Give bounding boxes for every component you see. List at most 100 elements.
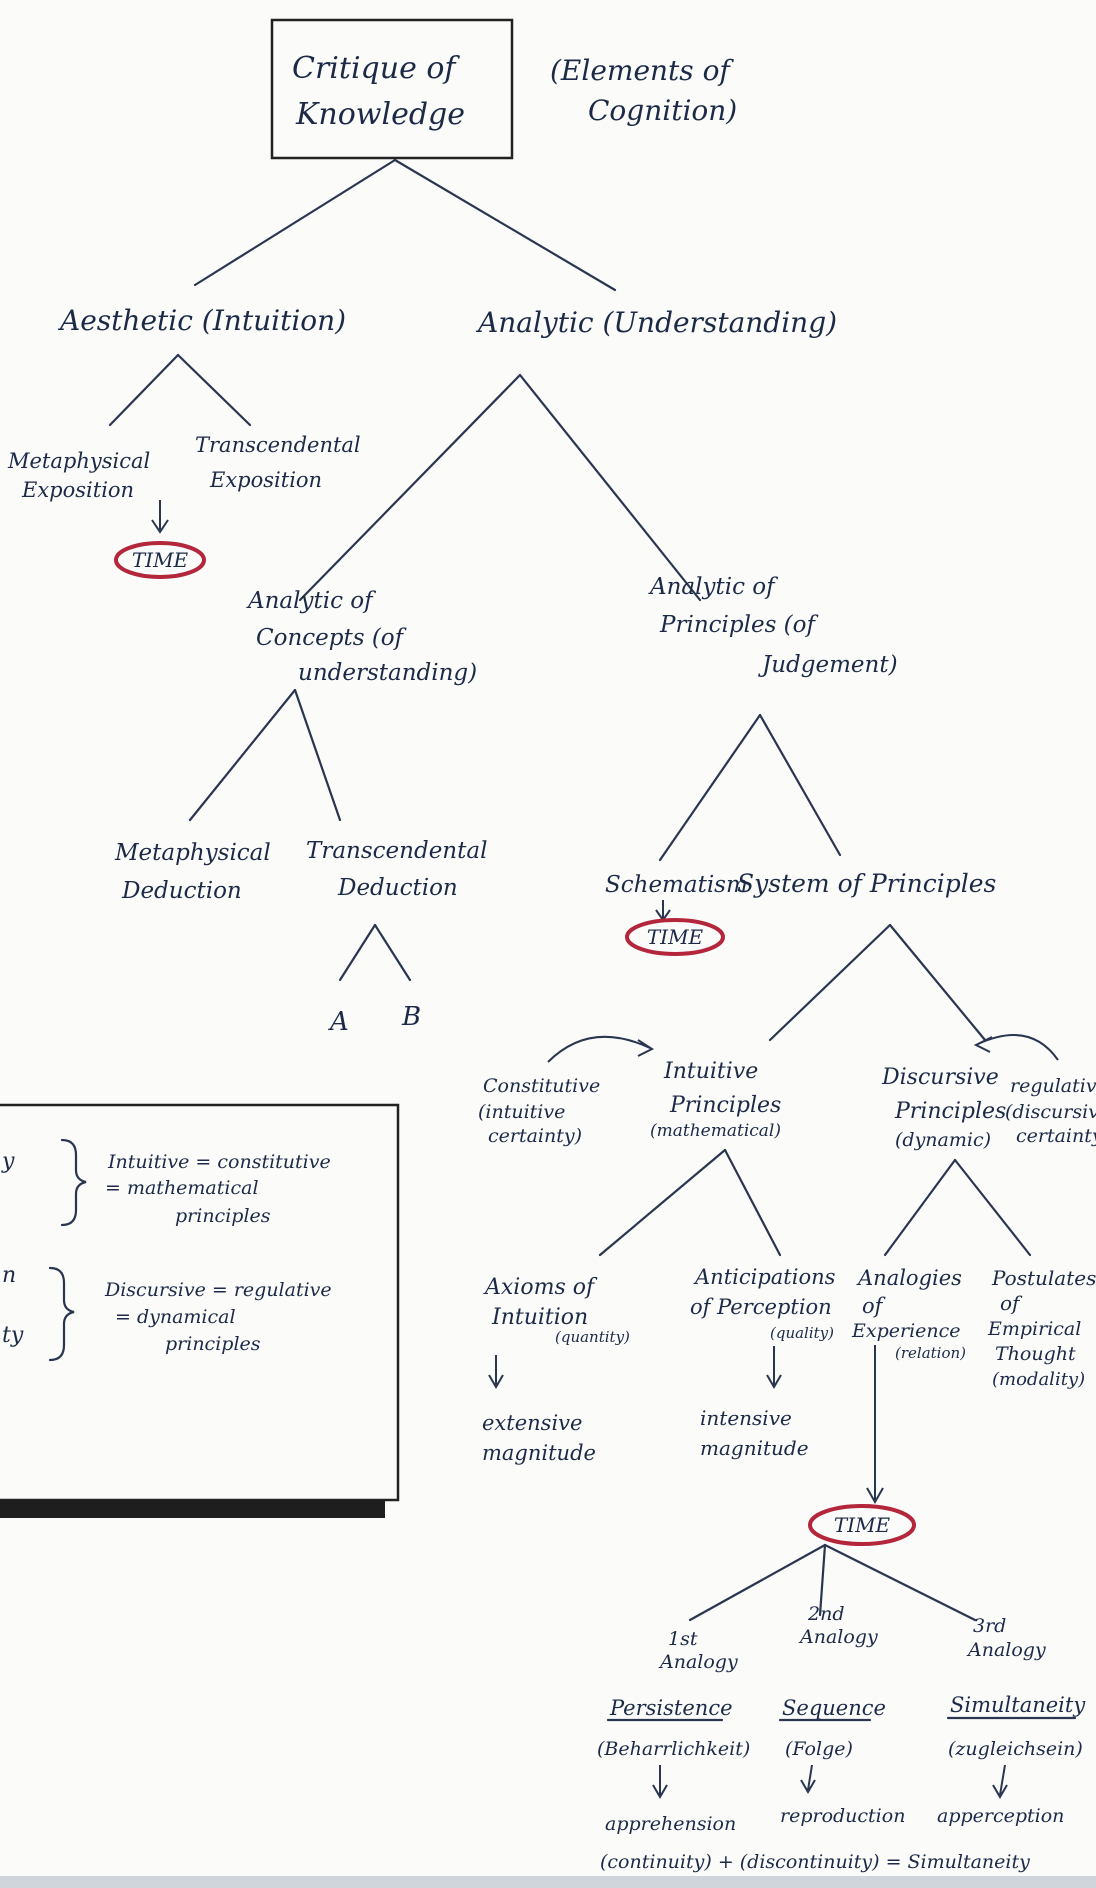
constitutive-line1: Constitutive [483, 1075, 600, 1097]
third-analogy-german: (zugleichsein) [948, 1738, 1083, 1760]
analogies-line3: Experience [851, 1320, 961, 1342]
anticipations-line1: Anticipations [693, 1265, 836, 1289]
edge-concepts-meta [188, 688, 297, 822]
regulative-line3: certainty) [1016, 1125, 1096, 1147]
root-title-line2: Knowledge [295, 97, 465, 132]
third-analogy-line1: 3rd [973, 1615, 1006, 1637]
axioms-line3: (quantity) [555, 1328, 630, 1346]
postulates-line4: Thought [995, 1343, 1076, 1365]
edge-analytic-principles [518, 373, 702, 602]
edge-trans-a [338, 923, 377, 982]
concepts-line1: Analytic of [246, 588, 376, 614]
edge-time-second [818, 1543, 827, 1617]
system-label: System of Principles [737, 869, 996, 898]
edge-principles-schematism [658, 713, 762, 862]
edge-trans-b [373, 923, 412, 982]
edge-system-intuitive [768, 923, 892, 1042]
constitutive-line2: (intuitive [478, 1101, 565, 1123]
edge-root-aesthetic [193, 158, 397, 287]
intuitive-line1: Intuitive [663, 1059, 758, 1084]
legend-top-line1: Intuitive = constitutive [107, 1151, 331, 1173]
legend-top-line3: principles [175, 1205, 271, 1227]
concepts-meta-line1: Metaphysical [114, 840, 271, 866]
axioms-line2: Intuition [491, 1305, 588, 1330]
anticipations-line2: of Perception [690, 1295, 832, 1319]
analogies-line4: (relation) [895, 1344, 966, 1362]
edge-aesthetic-trans [176, 353, 252, 427]
edge-intuitive-anticipations [723, 1148, 782, 1257]
edge-concepts-trans [293, 688, 342, 822]
aesthetic-time-circle [114, 541, 206, 579]
legend-partial-bottom1: n [2, 1263, 16, 1288]
legend-bottom-line2: = dynamical [115, 1306, 236, 1328]
third-analogy-result: apperception [937, 1805, 1064, 1827]
second-analogy-arrow [800, 1764, 816, 1794]
aesthetic-trans-line2: Exposition [209, 468, 322, 492]
edge-principles-system [758, 713, 842, 857]
edge-aesthetic-meta [108, 353, 180, 427]
edge-intuitive-axioms [598, 1148, 727, 1257]
root-aside-line2: Cognition) [588, 94, 737, 127]
legend-partial-bottom2: ty [2, 1323, 24, 1348]
anticipations-line3: (quality) [770, 1324, 834, 1342]
discursive-line1: Discursive [881, 1065, 999, 1090]
analogies-equation: (continuity) + (discontinuity) = Simulta… [600, 1851, 1030, 1873]
postulates-line5: (modality) [992, 1369, 1085, 1390]
aesthetic-meta-line2: Exposition [21, 478, 134, 502]
page-bottom-edge [0, 1876, 1096, 1888]
postulates-line2: of [1000, 1291, 1023, 1315]
second-analogy-line1: 2nd [807, 1603, 845, 1625]
third-analogy-arrow [992, 1764, 1008, 1799]
edge-discursive-postulates [953, 1158, 1032, 1257]
constitutive-arrow [547, 1035, 655, 1063]
legend-partial-top: y [1, 1149, 15, 1174]
legend-bottom-bar [0, 1500, 385, 1518]
edge-discursive-analogies [883, 1158, 957, 1257]
deduction-a: A [328, 1007, 349, 1037]
first-analogy-name: Persistence [609, 1696, 733, 1720]
concepts-line3: understanding) [298, 660, 477, 686]
root-aside-line1: (Elements of [550, 54, 734, 87]
third-analogy-name: Simultaneity [950, 1693, 1086, 1717]
concepts-trans-line2: Deduction [337, 875, 458, 901]
edge-analytic-concepts [298, 373, 522, 602]
root-title-line1: Critique of [292, 51, 460, 86]
constitutive-line3: certainty) [488, 1125, 582, 1147]
second-analogy-name: Sequence [782, 1696, 886, 1720]
postulates-line1: Postulates [991, 1266, 1096, 1290]
analogies-time-arrow [866, 1345, 884, 1505]
aesthetic-label: Aesthetic (Intuition) [57, 304, 346, 337]
axioms-result-line2: magnitude [482, 1441, 596, 1465]
anticipations-result-line1: intensive [700, 1406, 792, 1430]
aesthetic-meta-line1: Metaphysical [7, 449, 150, 473]
first-analogy-result: apprehension [605, 1813, 736, 1835]
second-analogy-line2: Analogy [798, 1626, 878, 1648]
edge-time-third [823, 1543, 977, 1622]
schematism-time-arrow [655, 900, 671, 922]
first-analogy-german: (Beharrlichkeit) [597, 1738, 750, 1760]
schematism-time-label: TIME [647, 925, 704, 949]
concepts-meta-line2: Deduction [121, 878, 242, 904]
first-analogy-line2: Analogy [658, 1651, 738, 1673]
first-analogy-arrow [652, 1765, 668, 1799]
deduction-b: B [401, 1002, 421, 1032]
edge-root-analytic [393, 158, 617, 292]
analytic-label: Analytic (Understanding) [475, 306, 837, 339]
intuitive-line3: (mathematical) [650, 1121, 781, 1141]
root-box [270, 18, 514, 160]
postulates-line3: Empirical [987, 1318, 1081, 1340]
principles-line3: Judgement) [758, 652, 898, 678]
analogies-time-label: TIME [834, 1513, 891, 1537]
second-analogy-german: (Folge) [785, 1738, 853, 1760]
regulative-arrow [973, 1034, 1059, 1061]
legend-top-line2: = mathematical [105, 1177, 259, 1199]
discursive-line3: (dynamic) [895, 1129, 991, 1151]
second-analogy-result: reproduction [780, 1805, 905, 1827]
edge-system-discursive [888, 923, 987, 1042]
legend-bottom-line3: principles [165, 1333, 261, 1355]
axioms-arrow [488, 1355, 504, 1389]
principles-line1: Analytic of [648, 574, 778, 600]
third-analogy-line2: Analogy [966, 1639, 1046, 1661]
regulative-line2: (discursive [1005, 1101, 1096, 1123]
